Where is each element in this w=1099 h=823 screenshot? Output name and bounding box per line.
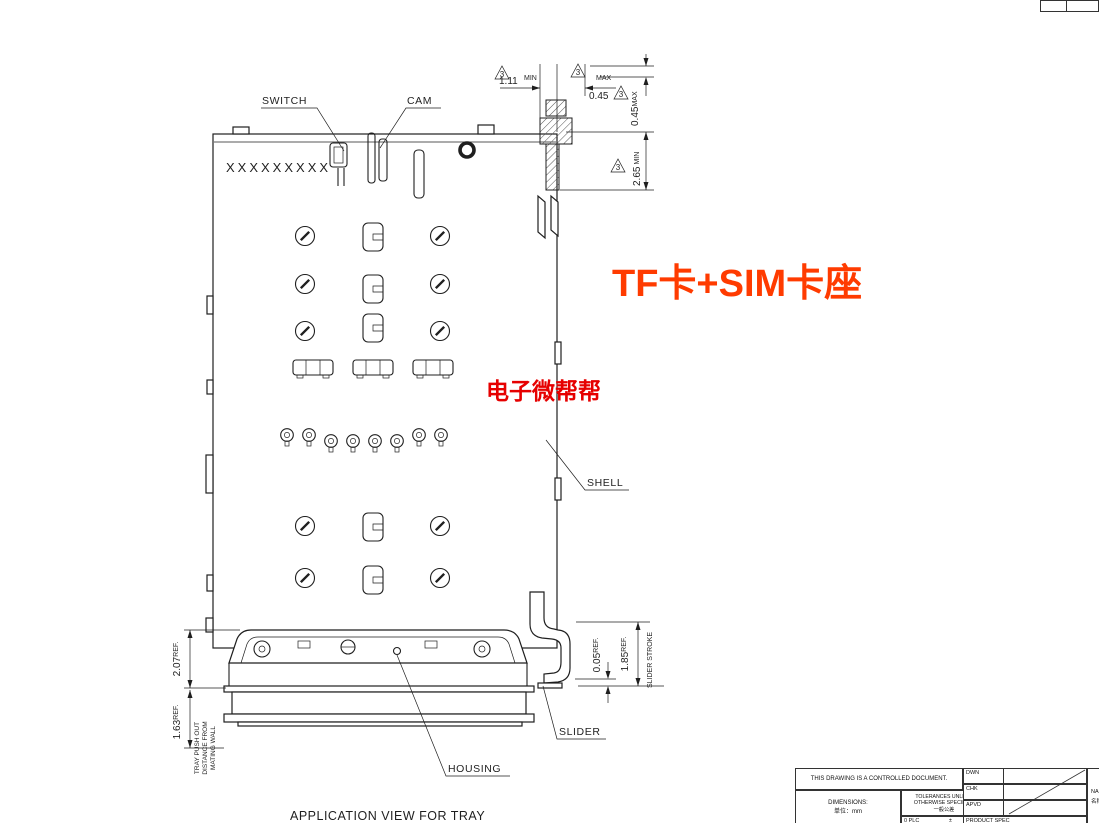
- dim-note: SLIDER STROKE: [647, 632, 654, 688]
- corner-cell: [1066, 0, 1099, 12]
- dim-value: 0.45: [589, 91, 609, 102]
- part-marking: XXXXXXXXX: [226, 160, 331, 175]
- tolerance-line: OTHERWISE SPECIFIED: [913, 799, 975, 806]
- dim-note: MATING WALL: [210, 726, 217, 770]
- chk-cell: CHK: [963, 784, 1087, 800]
- controlled-document-cell: THIS DRAWING IS A CONTROLLED DOCUMENT.: [795, 768, 963, 790]
- dimension-left: 2.07REF. 1.63REF. TRAY PUSH OUT DISTANCE…: [172, 629, 240, 775]
- top-tab: [477, 124, 495, 135]
- note-flag: 3: [500, 70, 505, 79]
- dim-value: 1.63REF.: [172, 705, 183, 740]
- housing-profile: [223, 663, 535, 727]
- side-tab: [206, 295, 214, 315]
- side-tab: [554, 477, 562, 501]
- tolerance-line: TOLERANCES UNLESS: [915, 793, 973, 800]
- name-label-en: NAME: [1091, 789, 1099, 795]
- dimensions-label: DIMENSIONS:: [828, 799, 868, 806]
- plc-label: 0 PLC: [904, 818, 920, 823]
- chk-label: CHK: [964, 785, 1004, 799]
- dim-value: 0.05REF.: [592, 638, 603, 673]
- side-tab: [206, 379, 214, 395]
- dimensions-cell: DIMENSIONS: 单位：mm: [795, 790, 901, 823]
- dimension-top: 1.11 MIN 3 0.45 MAX 3: [494, 63, 616, 132]
- name-label-cn: 名称: [1091, 799, 1099, 805]
- dim-qualifier: MAX: [596, 75, 612, 82]
- units-label: 单位：mm: [834, 808, 862, 815]
- apvd-label: APVD: [964, 801, 1004, 815]
- tolerance-line: 一般公差: [933, 806, 955, 813]
- dwn-cell: DWN: [963, 768, 1087, 784]
- apvd-cell: APVD: [963, 800, 1087, 816]
- dim-value: 1.85REF.: [620, 637, 631, 672]
- name-column-cell: NAME 名称: [1087, 768, 1099, 823]
- dim-value: 0.45MAX: [630, 91, 641, 126]
- slider-foot: [537, 682, 563, 689]
- dwn-label: DWN: [964, 769, 1004, 783]
- note-flag: 3: [616, 163, 621, 172]
- cam-mechanism: [367, 132, 388, 184]
- spring-finger: [537, 194, 546, 240]
- product-spec-label: PRODUCT SPEC: [966, 818, 1010, 823]
- watermark-text: 电子微帮帮: [486, 378, 601, 404]
- product-spec-cell: PRODUCT SPEC: [963, 816, 1087, 823]
- cam-label: CAM: [407, 95, 432, 107]
- dim-value: 2.07REF.: [172, 642, 183, 677]
- section-cut: [537, 99, 573, 240]
- sheet-corner-fragment: [1040, 0, 1099, 13]
- dimension-right: 0.45MAX 3 2.65MIN 3: [560, 54, 654, 191]
- dim-qualifier: MIN: [524, 75, 537, 82]
- side-tab: [206, 574, 214, 592]
- side-tab: [554, 341, 562, 365]
- side-tab: [205, 617, 214, 633]
- product-title: TF卡+SIM卡座: [612, 263, 863, 305]
- switch-label: SWITCH: [262, 95, 307, 107]
- note-flag: 3: [619, 90, 624, 99]
- housing-label: HOUSING: [448, 763, 501, 775]
- dim-note: TRAY PUSH OUT: [194, 722, 201, 774]
- switch-mechanism: [329, 142, 348, 186]
- rivet-ring: [458, 141, 476, 159]
- dim-note: DISTANCE FROM: [202, 721, 209, 774]
- signature-diagonal: [1008, 769, 1086, 815]
- top-tab: [232, 126, 250, 135]
- tray-bezel: [228, 629, 528, 664]
- spring-finger: [550, 194, 559, 238]
- controlled-document-text: THIS DRAWING IS A CONTROLLED DOCUMENT.: [810, 776, 948, 782]
- dim-value: 2.65MIN: [632, 152, 643, 186]
- dim-value: 1.11: [499, 76, 518, 87]
- slider-label: SLIDER: [559, 726, 601, 738]
- side-tab: [205, 454, 214, 494]
- title-block: THIS DRAWING IS A CONTROLLED DOCUMENT. D…: [795, 768, 1099, 823]
- plus-minus: ±: [948, 818, 952, 823]
- corner-cell: [1040, 0, 1067, 12]
- shell-label: SHELL: [587, 477, 623, 489]
- callouts: SWITCH CAM SHELL SLIDER HOUSING APPLICAT…: [261, 95, 629, 823]
- shell-body: [205, 124, 562, 649]
- view-caption: APPLICATION VIEW FOR TRAY: [290, 809, 485, 823]
- guide-slot: [413, 149, 425, 199]
- note-flag: 3: [576, 68, 581, 77]
- dimension-slider: 1.85REF. SLIDER STROKE 0.05REF.: [575, 621, 664, 703]
